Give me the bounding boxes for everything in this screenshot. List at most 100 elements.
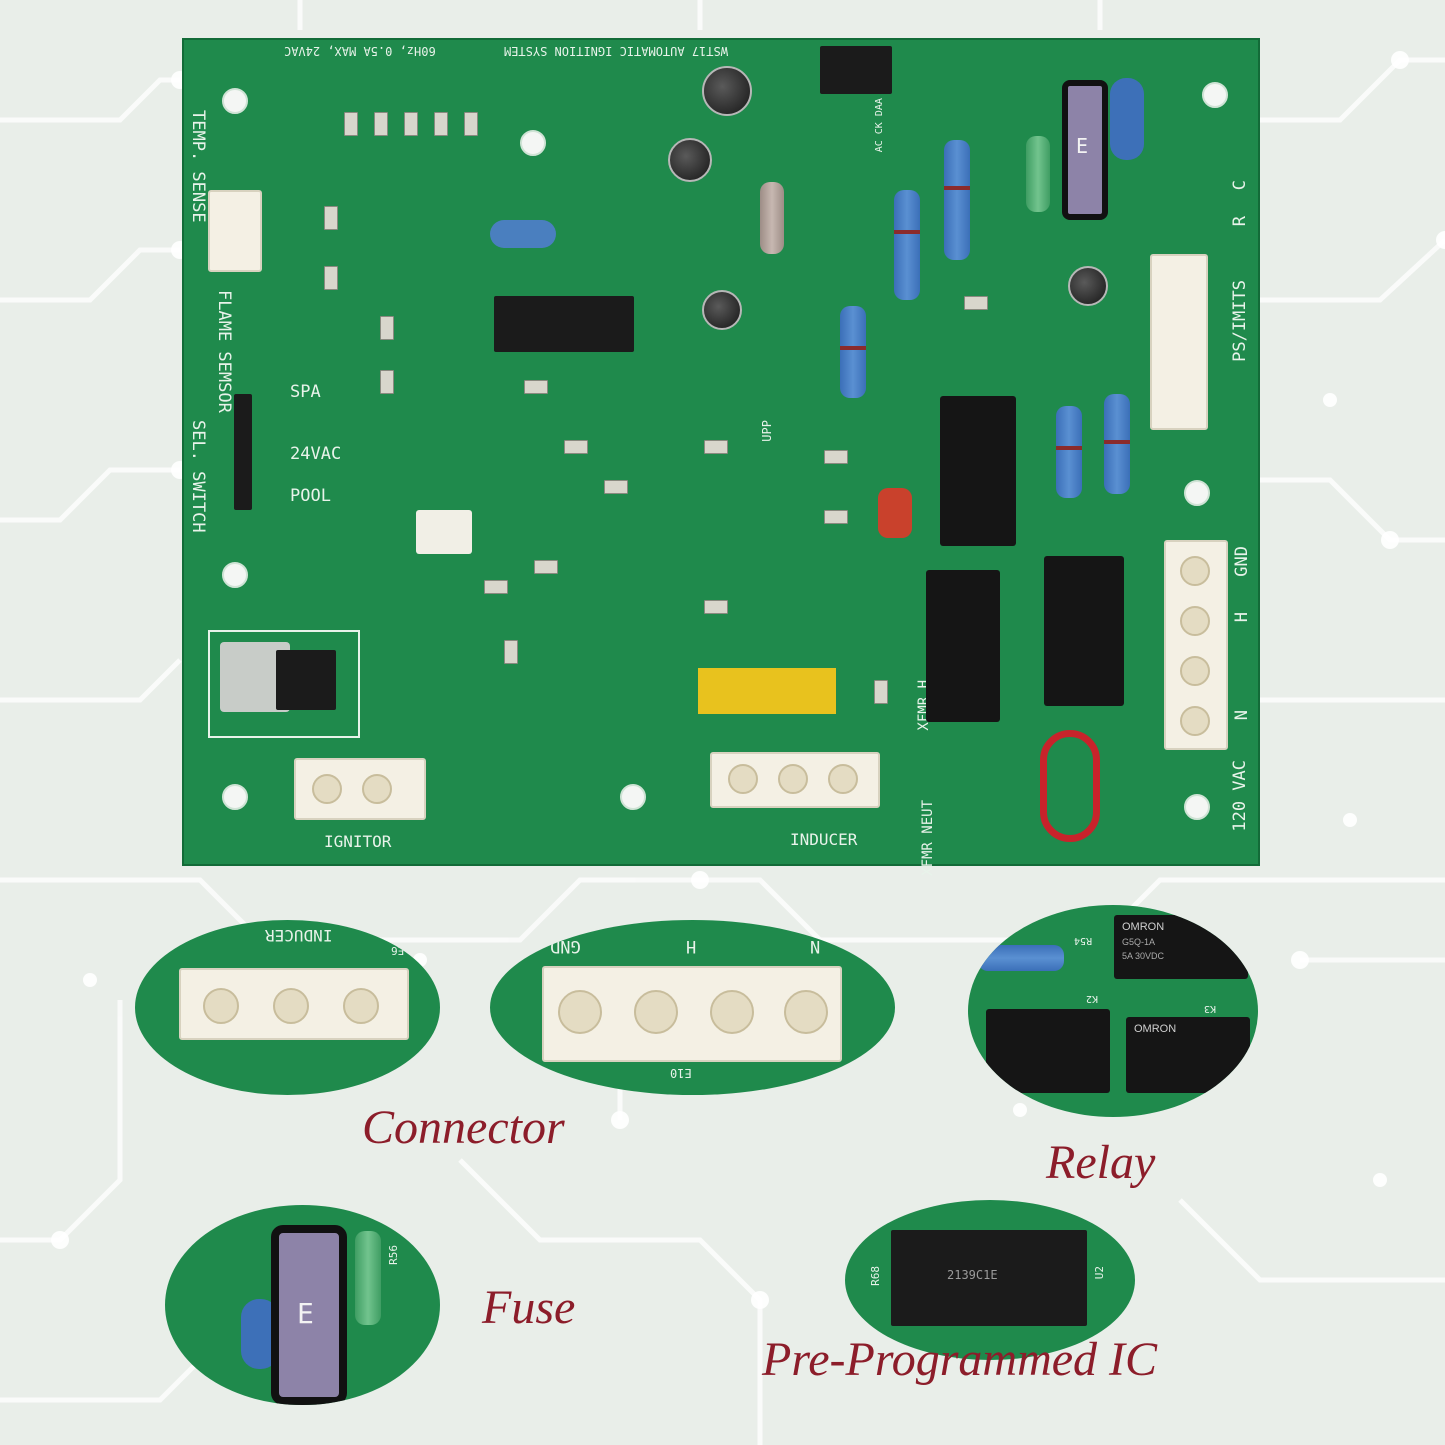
flame-label: FLAME SEMSOR: [214, 290, 234, 413]
pin: [778, 764, 808, 794]
smd-component: [704, 600, 728, 614]
capacitor-c20: [878, 488, 912, 538]
varistor-rv1: [1110, 78, 1144, 160]
inducer-connector: [710, 752, 880, 808]
caption-fuse: Fuse: [482, 1281, 576, 1334]
mounting-hole: [620, 784, 646, 810]
smd-component: [874, 680, 888, 704]
resistor-r54: [1056, 406, 1082, 498]
120vac-label: 120 VAC: [1230, 760, 1250, 832]
inset-n-label: N: [810, 936, 821, 956]
c-label: C: [1230, 180, 1250, 191]
resistor-r53: [944, 140, 970, 260]
24vac-label: 24VAC: [290, 444, 342, 464]
inset-e6-label: E6: [391, 944, 405, 957]
smd-component: [704, 440, 728, 454]
inset-relay-k1: [986, 1009, 1110, 1093]
inset-h-label: H: [686, 936, 697, 956]
smd-component: [344, 112, 358, 136]
inset-r54-label: R54: [1074, 935, 1093, 946]
smd-component: [524, 380, 548, 394]
inset-fuse: E R56: [165, 1205, 440, 1405]
pin: [273, 988, 309, 1024]
pin: [343, 988, 379, 1024]
h-label: H: [1232, 612, 1252, 623]
mounting-hole: [520, 130, 546, 156]
pin: [1180, 556, 1210, 586]
inset-relays: R54 OMRON G5Q-1A 5A 30VDC K2 OMRON K3: [968, 905, 1258, 1117]
smd-component: [964, 296, 988, 310]
smd-component: [374, 112, 388, 136]
mounting-hole: [1184, 794, 1210, 820]
fuse: E: [1062, 80, 1108, 220]
mounting-hole: [222, 784, 248, 810]
resistor-r56: [1026, 136, 1050, 212]
pin: [1180, 656, 1210, 686]
inset-resistor: [978, 945, 1064, 971]
pin: [1180, 706, 1210, 736]
relay-brand: OMRON: [1122, 921, 1165, 933]
inset-fuse-body: E: [271, 1225, 347, 1405]
programmed-ic-u2: [494, 296, 634, 352]
smd-component: [464, 112, 478, 136]
xfmr-neut-label: XFMR NEUT: [920, 800, 936, 876]
inset-ic: 2139C1E R68 U2: [845, 1200, 1135, 1360]
board-rating: 60Hz, 0.5A MAX, 24VAC: [284, 44, 436, 58]
n-label: N: [1232, 710, 1252, 721]
ps-limits-label: PS/IMITS: [1230, 280, 1250, 362]
relay-brand: OMRON: [1134, 1023, 1177, 1035]
r-label: R: [1230, 216, 1250, 227]
mounting-hole: [222, 88, 248, 114]
ic-marking: 2139C1E: [947, 1268, 998, 1282]
temp-sense-label: TEMP. SENSE: [188, 110, 208, 223]
mounting-hole: [1184, 480, 1210, 506]
resistor-r41: [760, 182, 784, 254]
pool-label: POOL: [290, 486, 331, 506]
spa-label: SPA: [290, 382, 321, 402]
inset-k3-label: K3: [1204, 1003, 1217, 1014]
electrolytic-capacitor-c24: [1068, 266, 1108, 306]
temp-sense-connector: [208, 190, 262, 272]
caption-connector: Connector: [362, 1101, 565, 1154]
selector-header: [234, 394, 252, 510]
inset-fuse-letter: E: [297, 1297, 314, 1330]
caption-relay: Relay: [1046, 1136, 1156, 1189]
mounting-hole: [222, 562, 248, 588]
relay-model: G5Q-1A: [1122, 937, 1156, 947]
ignitor-label: IGNITOR: [324, 832, 392, 851]
inset-resistor-r56: [355, 1231, 381, 1325]
relay-k2: [940, 396, 1016, 546]
varistor-rv2: [1040, 730, 1100, 842]
smd-component: [434, 112, 448, 136]
pin: [1180, 606, 1210, 636]
smd-component: [484, 580, 508, 594]
resistor-r50: [894, 190, 920, 300]
inset-ic-chip: 2139C1E: [891, 1230, 1087, 1326]
electrolytic-capacitor: [702, 66, 752, 116]
inset-inducer-label: INDUCER: [265, 926, 333, 945]
electrolytic-capacitor: [702, 290, 742, 330]
pin: [203, 988, 239, 1024]
pin: [362, 774, 392, 804]
smd-component: [604, 480, 628, 494]
control-board: WST17 AUTOMATIC IGNITION SYSTEM 60Hz, 0.…: [182, 38, 1260, 876]
limits-connector-e11: [1150, 254, 1208, 430]
top-header: [820, 46, 892, 94]
mounting-hole: [1202, 82, 1228, 108]
inset-r56-label: R56: [387, 1245, 400, 1265]
relay-k3: [1044, 556, 1124, 706]
sel-switch-label: SEL. SWITCH: [188, 420, 208, 533]
smd-component: [324, 206, 338, 230]
relay-k1: [926, 570, 1000, 722]
smd-component: [324, 266, 338, 290]
relay-spec: 5A 30VDC: [1122, 951, 1165, 961]
smd-component: [534, 560, 558, 574]
smd-component: [564, 440, 588, 454]
inset-k2-label: K2: [1086, 993, 1099, 1004]
inset-inducer-connector: INDUCER E6: [135, 920, 440, 1095]
inset-relay-k3: OMRON: [1126, 1017, 1250, 1093]
pin: [828, 764, 858, 794]
pin: [710, 990, 754, 1034]
inset-gnd-label: GND: [550, 936, 581, 956]
pin: [558, 990, 602, 1034]
